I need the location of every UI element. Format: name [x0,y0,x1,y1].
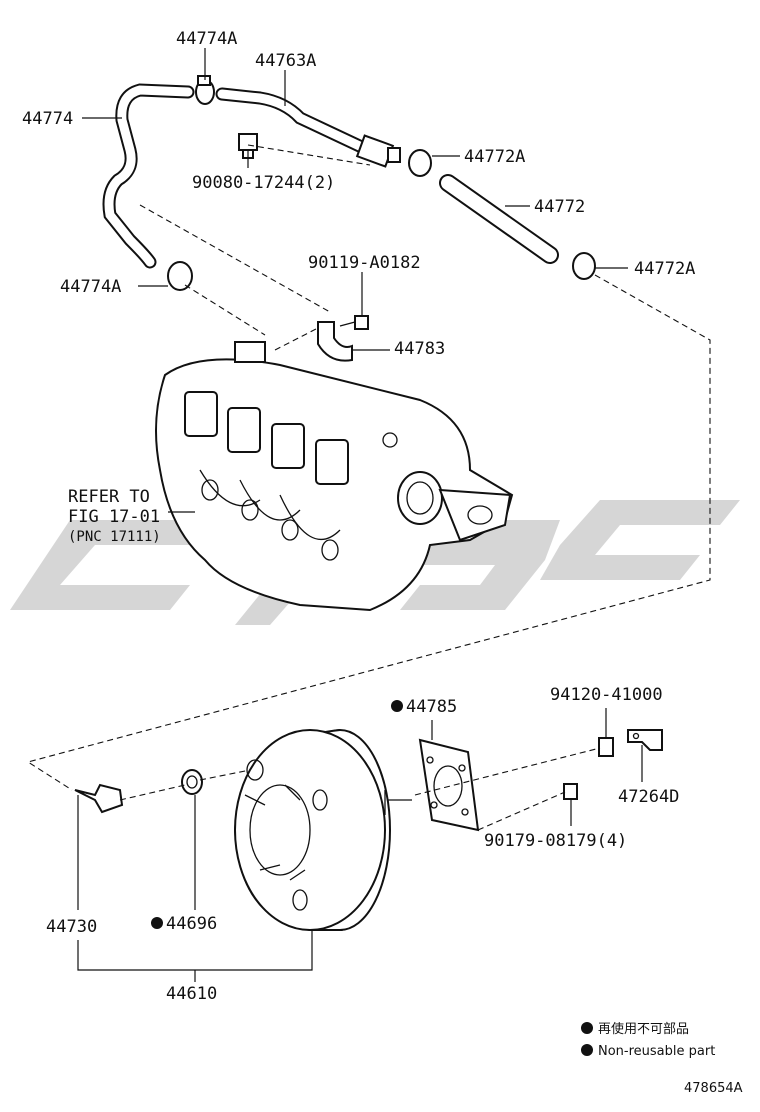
label-44730: 44730 [46,917,97,937]
non-reusable-mark-44785 [391,700,403,712]
hose-44774 [102,83,195,269]
hose-44772 [439,174,559,264]
legend-mark-1 [581,1022,593,1034]
grommet-44696 [181,769,203,795]
bolt-90119 [339,315,369,330]
part-labels: 44774A 44763A 44774 44772A 90080-17244(2… [22,29,695,1004]
leader-lines [77,48,643,982]
label-44763A: 44763A [255,51,316,71]
dashed-lines [26,144,711,831]
intake-manifold [155,341,514,612]
label-90080: 90080-17244(2) [192,173,335,193]
clamp-44774A-mid [167,261,193,291]
clamp-44772A-1 [408,149,432,177]
check-valve-44730 [74,783,124,814]
refer-line-2: FIG 17-01 [68,507,160,527]
label-44772A-2: 44772A [634,259,695,279]
gasket-44785 [418,738,480,832]
label-44696: 44696 [166,914,217,934]
label-44783: 44783 [394,339,445,359]
refer-line-1: REFER TO [68,487,150,507]
brake-booster-44610 [233,729,412,931]
clamp-44774A-top [195,75,215,105]
legend: 再使用不可部品 Non-reusable part [581,1021,715,1059]
label-94120: 94120-41000 [550,685,663,705]
label-44772: 44772 [534,197,585,217]
label-44774A-mid: 44774A [60,277,121,297]
label-44785: 44785 [406,697,457,717]
nut-90179 [563,783,578,800]
legend-line-2: Non-reusable part [598,1044,715,1059]
clamp-44772A-2 [572,252,596,280]
label-44774: 44774 [22,109,73,129]
bracket-44783 [317,321,353,362]
non-reusable-mark-44696 [151,917,163,929]
label-90179: 90179-08179(4) [484,831,627,851]
legend-line-1: 再使用不可部品 [598,1021,689,1037]
label-44774A-top: 44774A [176,29,237,49]
bracket-47264D [627,729,663,751]
hose-44763A [215,87,401,168]
nut-94120 [598,737,614,757]
legend-mark-2 [581,1044,593,1056]
label-44772A-1: 44772A [464,147,525,167]
label-44610: 44610 [166,984,217,1004]
label-90119: 90119-A0182 [308,253,421,273]
refer-line-3: (PNC 17111) [68,529,161,545]
label-47264D: 47264D [618,787,679,807]
diagram-id: 478654A [684,1081,743,1096]
